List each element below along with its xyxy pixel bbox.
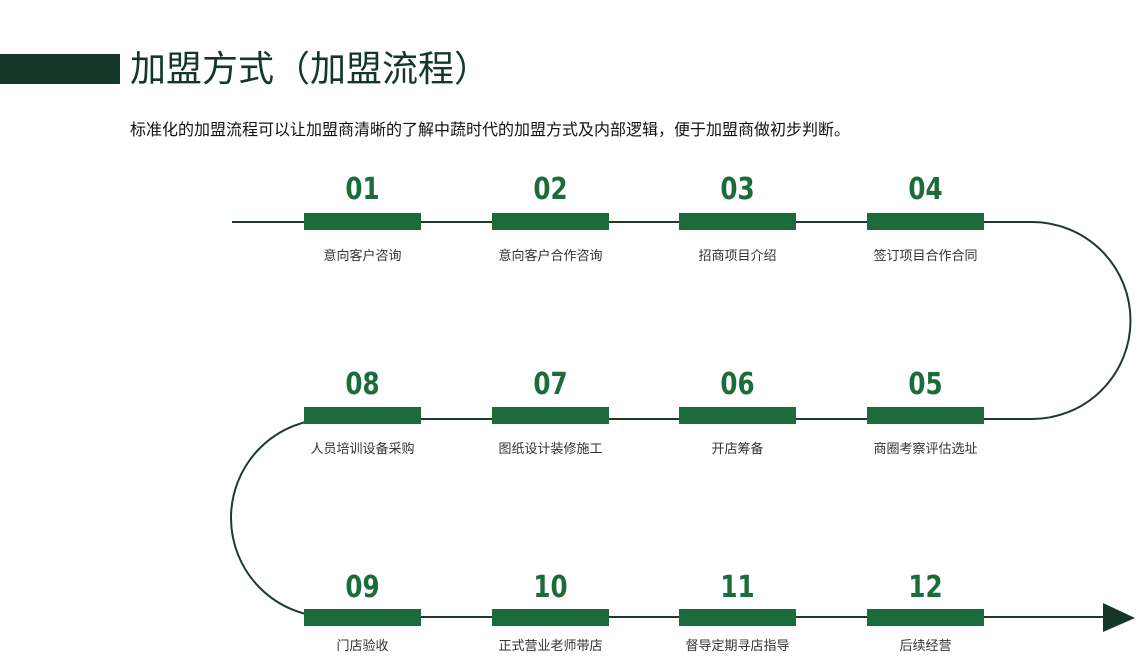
step-number: 06: [720, 367, 755, 402]
page-subtitle: 标准化的加盟流程可以让加盟商清晰的了解中蔬时代的加盟方式及内部逻辑，便于加盟商做…: [130, 120, 851, 139]
step-bar: [679, 407, 796, 424]
step-number: 02: [533, 172, 568, 207]
step-label: 意向客户合作咨询: [498, 249, 603, 264]
step-bar: [867, 213, 984, 230]
step-bar: [867, 609, 984, 626]
step-bar: [304, 609, 421, 626]
step-label: 正式营业老师带店: [498, 639, 603, 654]
step-label: 意向客户咨询: [323, 249, 402, 264]
step-bar: [867, 407, 984, 424]
step-label: 签订项目合作合同: [873, 249, 978, 264]
step-bar: [492, 609, 609, 626]
step-bar: [304, 213, 421, 230]
step-number: 03: [720, 172, 755, 207]
step-number: 08: [345, 367, 380, 402]
step-bar: [679, 609, 796, 626]
step-label: 图纸设计装修施工: [498, 442, 603, 457]
step-label: 后续经营: [899, 639, 952, 654]
page-title: 加盟方式（加盟流程）: [130, 49, 491, 90]
step-label: 人员培训设备采购: [310, 442, 415, 457]
step-label: 开店筹备: [711, 442, 764, 457]
step-bar: [492, 407, 609, 424]
step-number: 09: [345, 570, 380, 605]
step-number: 11: [720, 570, 755, 605]
step-number: 05: [908, 367, 943, 402]
step-number: 04: [908, 172, 943, 207]
step-number: 10: [533, 570, 568, 605]
step-label: 招商项目介绍: [698, 249, 777, 264]
step-label: 商圈考察评估选址: [873, 442, 978, 457]
step-bar: [492, 213, 609, 230]
step-label: 门店验收: [336, 639, 389, 654]
step-number: 07: [533, 367, 568, 402]
step-number: 12: [908, 570, 943, 605]
step-number: 01: [345, 172, 380, 207]
step-label: 督导定期寻店指导: [685, 639, 790, 654]
arrow-head-icon: [1103, 603, 1135, 632]
step-bar: [304, 407, 421, 424]
step-bar: [679, 213, 796, 230]
title-accent-bar: [0, 54, 120, 84]
